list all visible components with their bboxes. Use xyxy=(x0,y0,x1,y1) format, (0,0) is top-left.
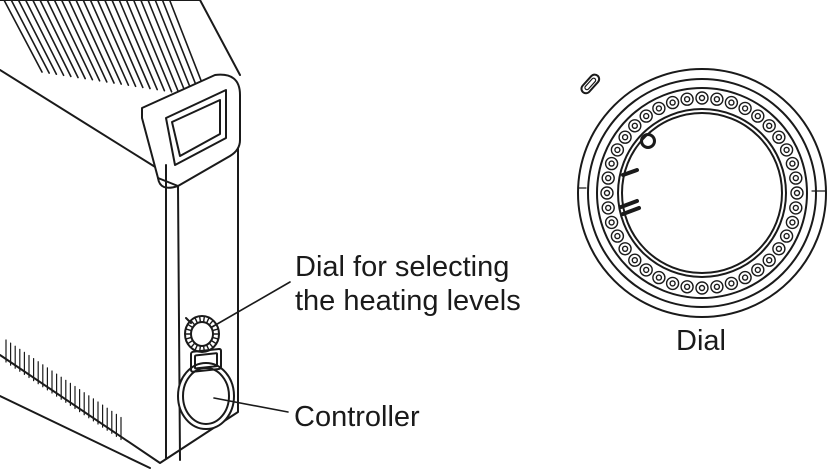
dial-mark-two xyxy=(619,199,641,216)
dial-caption: Dial xyxy=(676,325,726,357)
dial-closeup-icon xyxy=(577,68,827,318)
indicator-pin-icon xyxy=(580,73,601,95)
heater-fins xyxy=(3,0,209,99)
dial-label-line1: Dial for selecting xyxy=(295,251,510,283)
dial-mark-one xyxy=(621,168,639,177)
dial-knob-icon xyxy=(184,315,220,353)
dial-label-line2: the heating levels xyxy=(295,285,521,317)
controller-leader-line xyxy=(213,397,289,413)
heater-vents xyxy=(5,339,122,441)
controller-icon xyxy=(177,347,235,430)
dial-leader-line xyxy=(211,281,291,328)
heater-illustration xyxy=(0,0,241,469)
controller-label: Controller xyxy=(294,401,420,433)
dial-mark-off xyxy=(640,133,656,149)
